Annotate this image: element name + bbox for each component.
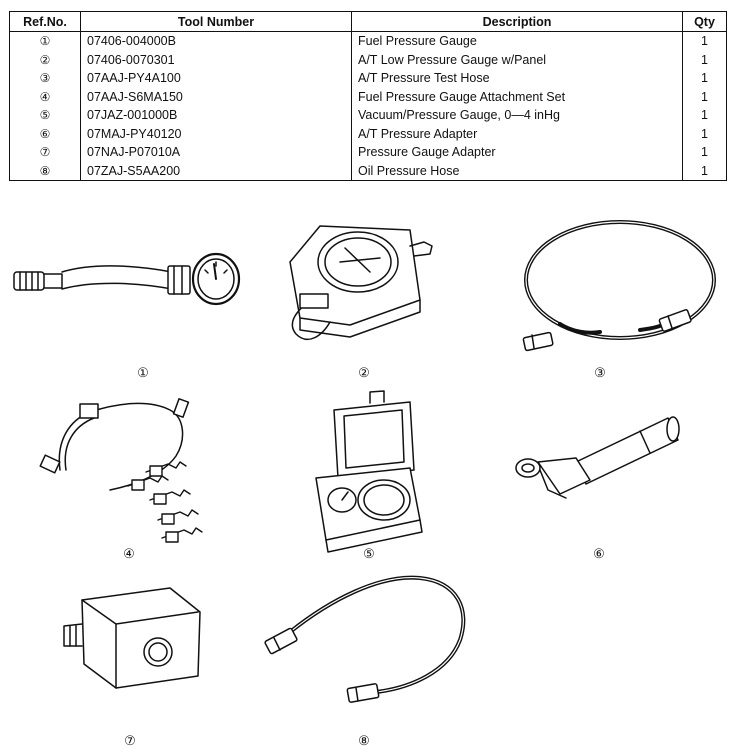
qty-cell: 1	[682, 87, 727, 106]
description-cell: Vacuum/Pressure Gauge, 0—4 inHg	[351, 106, 683, 125]
fuel-pressure-gauge-illustration	[13, 252, 241, 306]
tool-number-cell: 07406-004000B	[80, 31, 352, 51]
oil-pressure-hose-illustration	[264, 575, 466, 703]
description-cell: A/T Pressure Test Hose	[351, 69, 683, 88]
tool-number-cell: 07MAJ-PY40120	[80, 124, 352, 143]
table-row: ⑧ 07ZAJ-S5AA200 Oil Pressure Hose 1	[9, 161, 727, 181]
figure-label-7: ⑦	[124, 734, 136, 749]
special-tools-table: Ref.No. Tool Number Description Qty ① 07…	[9, 11, 727, 181]
qty-cell: 1	[682, 69, 727, 88]
qty-cell: 1	[682, 161, 727, 181]
tool-number-cell: 07406-0070301	[80, 50, 352, 69]
tool-number-cell: 07NAJ-P07010A	[80, 143, 352, 162]
table-header-row: Ref.No. Tool Number Description Qty	[9, 11, 727, 32]
figure-label-6: ⑥	[593, 547, 605, 562]
col-header-description: Description	[351, 11, 683, 32]
tool-number-cell: 07JAZ-001000B	[80, 106, 352, 125]
table-row: ① 07406-004000B Fuel Pressure Gauge 1	[9, 31, 727, 51]
description-cell: Fuel Pressure Gauge	[351, 31, 683, 51]
tool-number-cell: 07ZAJ-S5AA200	[80, 161, 352, 181]
tool-number-cell: 07AAJ-S6MA150	[80, 87, 352, 106]
fuel-gauge-attachment-set-illustration	[39, 398, 203, 543]
qty-cell: 1	[682, 143, 727, 162]
pressure-gauge-adapter-illustration	[63, 587, 201, 689]
figure-label-1: ①	[137, 366, 149, 381]
figure-label-5: ⑤	[363, 547, 375, 562]
at-low-pressure-gauge-panel-illustration	[289, 225, 433, 340]
qty-cell: 1	[682, 31, 727, 51]
figure-label-3: ③	[594, 366, 606, 381]
col-header-qty: Qty	[682, 11, 727, 32]
tool-number-cell: 07AAJ-PY4A100	[80, 69, 352, 88]
figure-label-2: ②	[358, 366, 370, 381]
table-row: ⑤ 07JAZ-001000B Vacuum/Pressure Gauge, 0…	[9, 106, 727, 125]
description-cell: Pressure Gauge Adapter	[351, 143, 683, 162]
table-row: ④ 07AAJ-S6MA150 Fuel Pressure Gauge Atta…	[9, 87, 727, 106]
qty-cell: 1	[682, 50, 727, 69]
qty-cell: 1	[682, 124, 727, 143]
vacuum-pressure-gauge-case-illustration	[315, 390, 423, 553]
description-cell: A/T Pressure Adapter	[351, 124, 683, 143]
table-row: ② 07406-0070301 A/T Low Pressure Gauge w…	[9, 50, 727, 69]
at-pressure-adapter-illustration	[515, 416, 680, 499]
figure-label-8: ⑧	[358, 734, 370, 749]
table-row: ③ 07AAJ-PY4A100 A/T Pressure Test Hose 1	[9, 69, 727, 88]
table-row: ⑥ 07MAJ-PY40120 A/T Pressure Adapter 1	[9, 124, 727, 143]
qty-cell: 1	[682, 106, 727, 125]
description-cell: Fuel Pressure Gauge Attachment Set	[351, 87, 683, 106]
table-row: ⑦ 07NAJ-P07010A Pressure Gauge Adapter 1	[9, 143, 727, 162]
figure-label-4: ④	[123, 547, 135, 562]
col-header-ref-no: Ref.No.	[9, 11, 81, 32]
at-pressure-test-hose-illustration	[522, 220, 716, 352]
